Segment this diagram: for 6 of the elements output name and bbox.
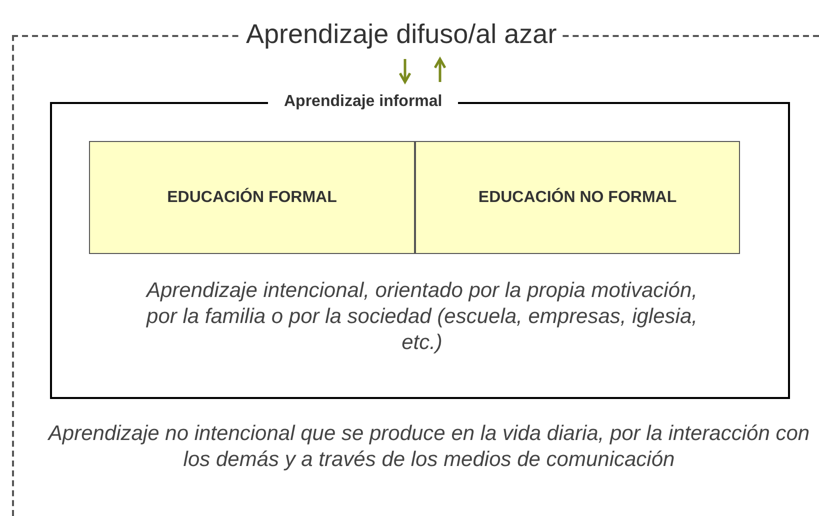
arrow: [398, 59, 412, 84]
category-box: EDUCACIÓN NO FORMAL: [415, 141, 740, 254]
region-description: Aprendizaje no intencional que se produce en la vida diaria, por la interacción con los demás y a través de los medios de comunicación: [46, 421, 811, 473]
group-description: Aprendizaje intencional, orientado por la propia motivación, por la familia o por la sociedad (escuela, empresas, iglesia, etc.): [144, 278, 698, 356]
category-box: EDUCACIÓN FORMAL: [89, 141, 415, 254]
arrow: [434, 58, 446, 82]
